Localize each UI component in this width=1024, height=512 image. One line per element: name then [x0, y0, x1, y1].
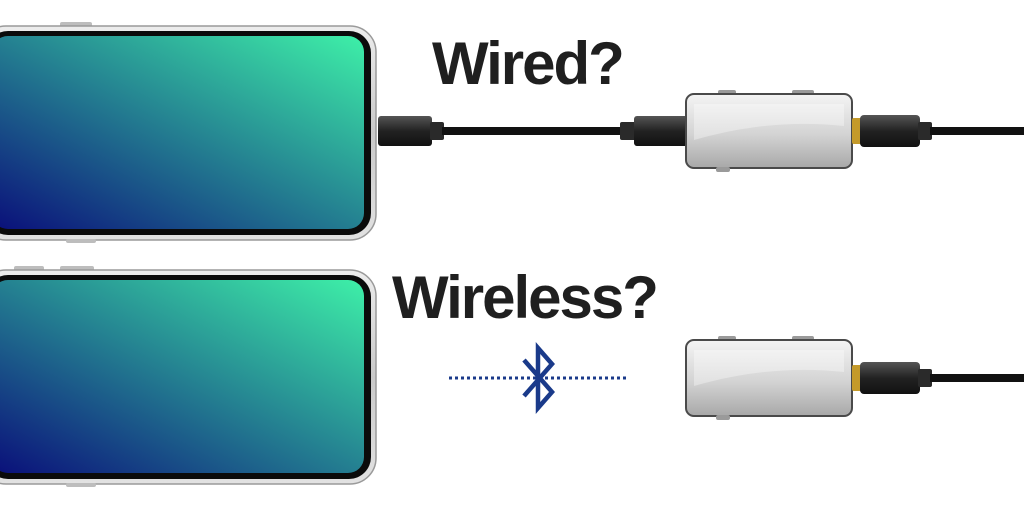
bottom-smartphone [0, 266, 377, 487]
usb-plug-phone-side [378, 116, 432, 146]
plug-strain-relief [918, 122, 932, 140]
jack-gold-ring [852, 365, 862, 391]
headphone-plug [860, 115, 920, 147]
wired-heading: Wired? [432, 30, 625, 97]
dac-foot [716, 167, 730, 172]
phone-screen [0, 36, 364, 229]
dac-highlight [694, 350, 844, 386]
headphone-cable [930, 374, 1024, 382]
jack-gold-ring [852, 118, 862, 144]
plug-strain-relief [918, 369, 932, 387]
phone-button [66, 239, 96, 243]
dac-highlight [694, 104, 844, 140]
headphone-cable [930, 127, 1024, 135]
dac-foot [716, 415, 730, 420]
usb-plug-dac-side [634, 116, 688, 146]
usb-cable [378, 116, 688, 146]
bluetooth-link [449, 342, 626, 414]
plug-strain-relief [620, 122, 636, 140]
bluetooth-icon [522, 342, 555, 414]
bottom-bluetooth-dac [685, 336, 1024, 420]
phone-screen [0, 280, 364, 473]
cable [442, 127, 624, 135]
top-usb-dac [685, 90, 1024, 172]
top-smartphone [0, 22, 377, 243]
wireless-heading: Wireless? [392, 264, 659, 331]
plug-strain-relief [430, 122, 444, 140]
phone-button [66, 483, 96, 487]
headphone-plug [860, 362, 920, 394]
